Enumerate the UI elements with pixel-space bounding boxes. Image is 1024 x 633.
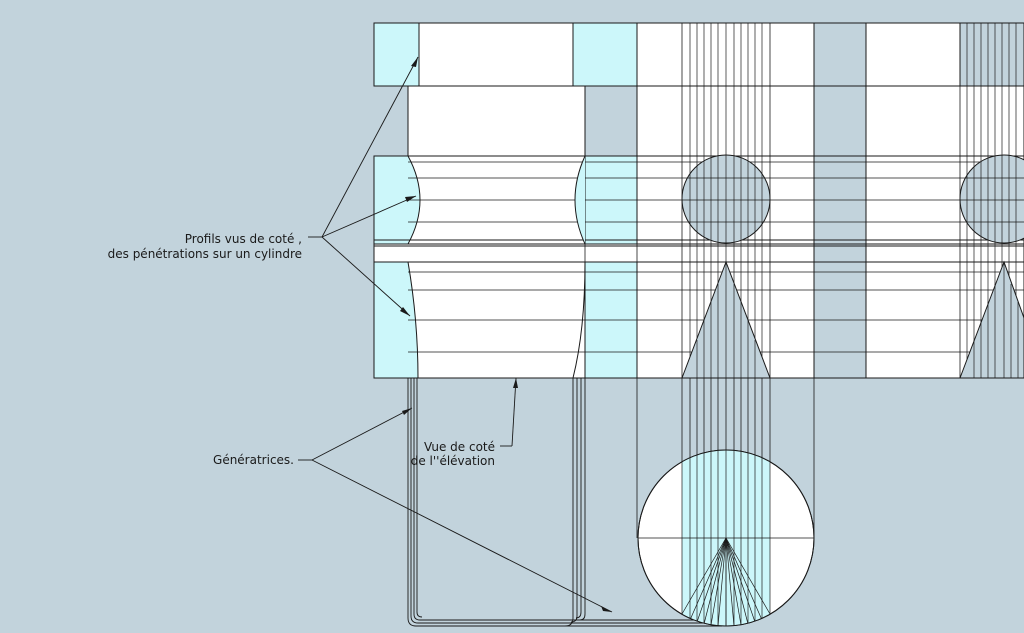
section-circle — [637, 449, 815, 627]
label-vue-line2: de l''élévation — [411, 454, 495, 468]
leader-lines — [298, 56, 613, 613]
label-profils-line1: Profils vus de coté , — [185, 232, 302, 246]
label-profils-line2: des pénétrations sur un cylindre — [108, 247, 302, 261]
lens-profile — [574, 155, 586, 245]
top-band — [373, 22, 1024, 87]
top-band-accent-mid — [572, 22, 638, 87]
label-generatrices: Génératrices. — [213, 453, 294, 467]
mid-shade-2 — [813, 85, 867, 157]
left-frame — [407, 262, 722, 627]
cone-triangle-2 — [959, 260, 1024, 379]
gap-stripe — [373, 243, 1024, 263]
top-band-shade-1 — [813, 22, 867, 87]
band-outlines — [373, 22, 1024, 379]
label-vue-line1: Vue de coté — [424, 440, 495, 454]
top-band-shade-2 — [959, 22, 1024, 87]
penetration-circle-2 — [959, 154, 1024, 244]
top-band-accent-left — [373, 22, 420, 87]
leader-arrows — [400, 57, 612, 612]
mid-shade-1 — [584, 85, 638, 157]
mid-area — [407, 85, 1024, 157]
gap-shade — [813, 243, 867, 263]
